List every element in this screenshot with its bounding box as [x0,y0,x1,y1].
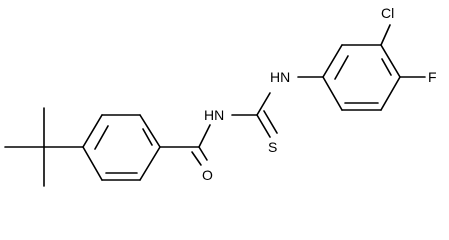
bond-thiocarbonyl-sulfur-1 [256,114,271,138]
bond-ring-chlorine [380,24,391,46]
ring-right-bond-6 [322,76,343,111]
sulfur-label: S [268,139,277,155]
thiourea-core [231,76,324,138]
ring-left-bond-6 [82,146,103,181]
aryl-nh-label: HN [270,69,290,85]
benzene-ring-right [322,24,426,111]
tert-butyl-group [4,107,84,187]
ring-right-bond-3 [380,44,401,78]
ring-right-bond-1 [322,44,343,78]
ring-right-double-3 [381,58,392,76]
ring-left-double-3 [142,128,153,146]
bond-carbonyl-nh [198,124,211,148]
ring-left-double-1 [94,125,109,150]
chlorine-label: Cl [381,5,394,21]
bond-thiocarbonyl-sulfur-2 [263,110,278,134]
benzene-ring-left [82,114,161,181]
amide-nh-label: HN [204,107,224,123]
ring-left-bond-3 [139,114,161,148]
ring-right-double-1 [334,55,349,80]
bond-carbonyl-oxygen-2 [191,151,202,166]
ring-right-bond-4 [380,76,401,111]
fluorine-label: F [428,69,437,85]
oxygen-label: O [202,167,213,183]
bond-thiocarbonyl-nh [256,92,271,116]
carbonyl-group [159,124,211,166]
molecule-structure: O HN S HN Cl F [4,5,437,187]
bond-carbonyl-oxygen-1 [198,146,208,161]
ring-left-bond-4 [139,146,161,181]
ring-left-bond-1 [82,114,103,148]
